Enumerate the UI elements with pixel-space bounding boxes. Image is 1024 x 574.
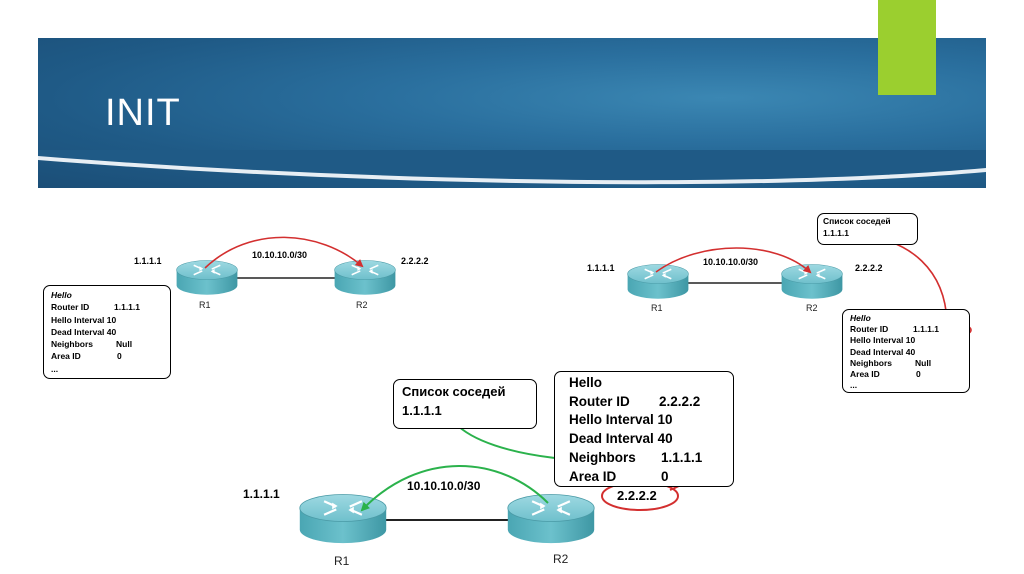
packet-title: Hello: [850, 313, 871, 323]
router-id-label: 2.2.2.2: [617, 488, 657, 503]
field-value: 0: [661, 468, 669, 484]
hello-packet-box: Hello Router ID 2.2.2.2 Hello Interval 10…: [554, 371, 734, 487]
router-id-label: 2.2.2.2: [855, 263, 883, 273]
neighbor-list-title: Список соседей: [823, 216, 891, 226]
neighbor-list-title: Список соседей: [402, 384, 506, 399]
router-id-label: 2.2.2.2: [401, 256, 429, 266]
router-id-label: 1.1.1.1: [134, 256, 162, 266]
field-value: 0: [117, 351, 122, 362]
router-name: R2: [356, 300, 368, 310]
field-value: 10: [106, 314, 117, 325]
field-label: Neighbors: [569, 449, 636, 465]
field-value: 1.1.1.1: [114, 302, 140, 313]
router-name: R2: [553, 552, 569, 566]
neighbor-list-box: Список соседей 1.1.1.1: [393, 379, 537, 429]
field-label: Dead Interval: [51, 326, 105, 337]
field-more: ...: [850, 380, 858, 391]
field-label: Router ID: [850, 324, 889, 335]
hello-arrow-green: [360, 465, 549, 512]
field-label: Hello Interval: [51, 314, 105, 325]
packet-title: Hello: [51, 290, 72, 300]
router-id-label: 1.1.1.1: [587, 263, 615, 273]
neighbor-list-box: Список соседей 1.1.1.1: [817, 213, 918, 245]
slide-title: INIT: [105, 92, 181, 134]
field-label: Dead Interval: [850, 346, 904, 357]
field-label: Area ID: [850, 369, 880, 380]
field-label: Hello Interval: [569, 412, 654, 428]
field-label: Neighbors: [850, 357, 893, 368]
banner-wave: [38, 150, 986, 185]
link-label: 10.10.10.0/30: [252, 250, 308, 260]
hello-packet-box: Hello Router ID 1.1.1.1 Hello Interval 10…: [842, 309, 970, 393]
field-label: Hello Interval: [850, 335, 904, 346]
field-value: 1.1.1.1: [661, 449, 703, 465]
router-icon: [780, 263, 844, 300]
field-label: Area ID: [51, 351, 81, 362]
field-value: 1.1.1.1: [913, 324, 939, 335]
field-value: Null: [116, 339, 133, 350]
hello-arrow: [655, 247, 812, 274]
router-name: R1: [199, 300, 211, 310]
field-label: Router ID: [51, 302, 90, 313]
field-label: Area ID: [569, 468, 617, 484]
field-value: 40: [657, 431, 673, 447]
link-label: 10.10.10.0/30: [703, 257, 759, 267]
neighbor-entry: 1.1.1.1: [402, 403, 442, 418]
router-name: R1: [651, 303, 663, 313]
field-label: Dead Interval: [569, 431, 654, 447]
field-more: ...: [51, 363, 59, 374]
field-value: 0: [916, 369, 921, 380]
router-id-label: 1.1.1.1: [243, 487, 280, 501]
router-icon: [333, 259, 397, 296]
field-label: Router ID: [569, 393, 630, 409]
neighbor-entry: 1.1.1.1: [823, 227, 849, 238]
field-value: 2.2.2.2: [659, 393, 701, 409]
field-value: Null: [915, 357, 932, 368]
accent-bar: [878, 0, 936, 95]
packet-title: Hello: [569, 375, 603, 390]
router-icon: [298, 493, 388, 545]
field-label: Neighbors: [51, 339, 94, 350]
field-value: 40: [106, 326, 117, 337]
router-name: R2: [806, 303, 818, 313]
field-value: 10: [905, 335, 916, 346]
hello-arrow: [204, 236, 364, 269]
router-name: R1: [334, 554, 350, 568]
router-icon: [506, 493, 596, 545]
link-label: 10.10.10.0/30: [407, 479, 481, 493]
field-value: 40: [905, 346, 916, 357]
field-value: 10: [657, 412, 673, 428]
hello-packet-box: Hello Router ID 1.1.1.1 Hello Interval 10…: [43, 285, 171, 379]
